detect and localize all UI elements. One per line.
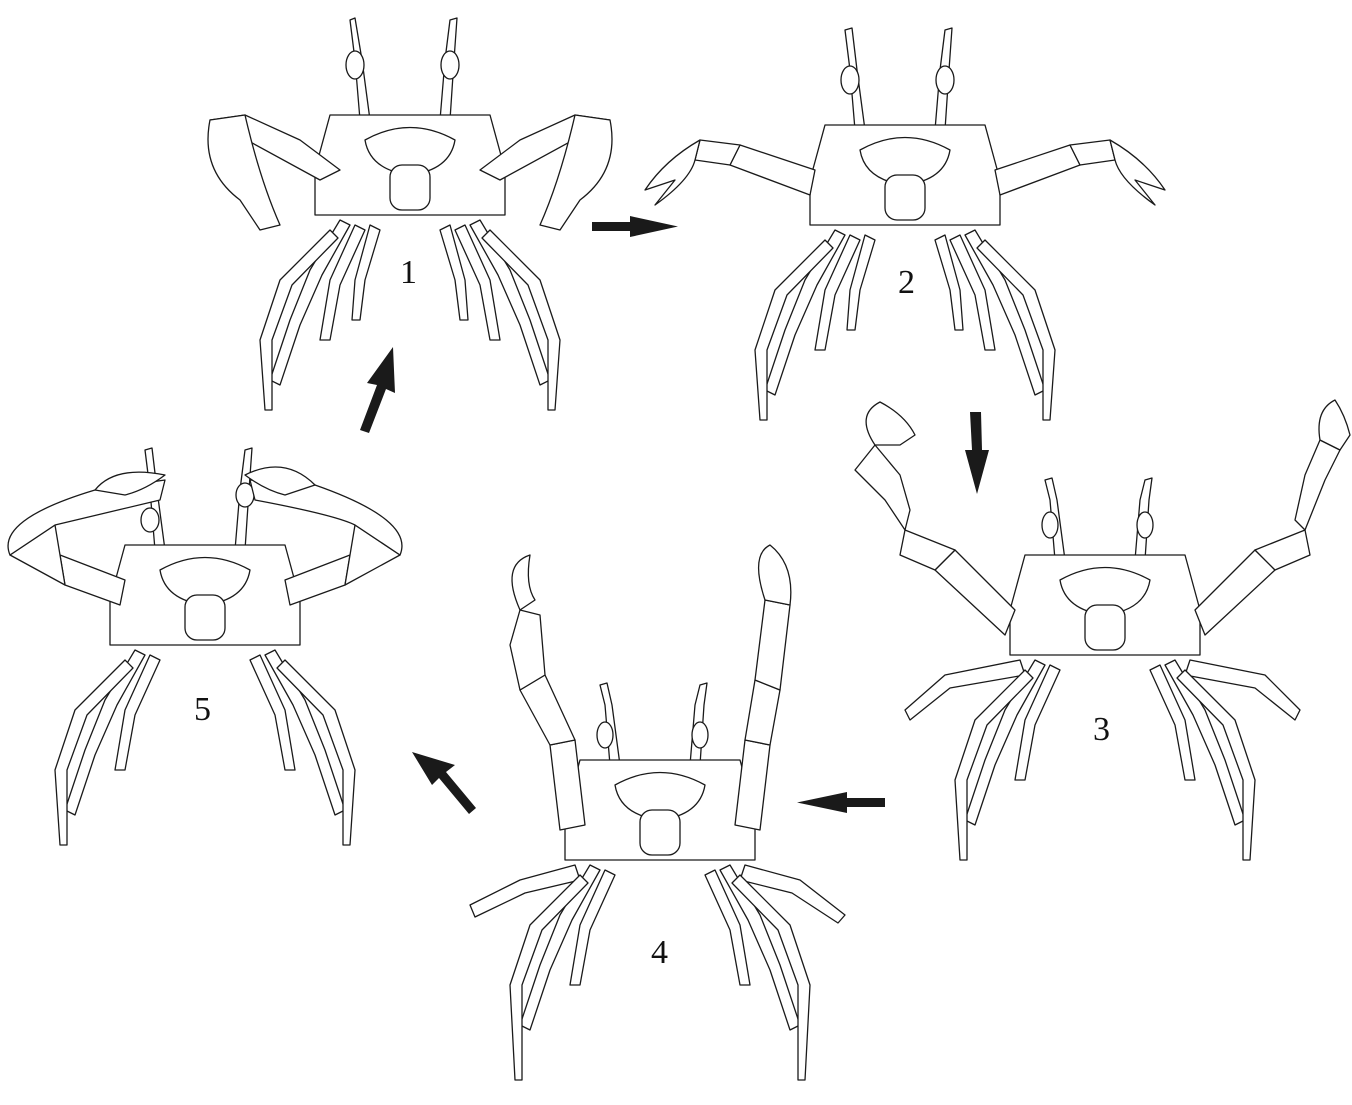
stage-label-2: 2 — [898, 266, 915, 300]
crab-stage-2 — [640, 20, 1170, 425]
crab-stage-5-drawing — [0, 440, 420, 860]
crab-stage-3-drawing — [835, 400, 1345, 890]
stage-label-5: 5 — [194, 693, 211, 727]
arrow-up-right-icon — [355, 345, 400, 435]
arrow-right-icon — [590, 212, 680, 242]
arrow-up-left-icon — [410, 750, 480, 820]
crab-stage-2-drawing — [640, 20, 1170, 420]
crab-stage-5 — [0, 440, 420, 865]
arrow-left-icon — [795, 788, 890, 818]
crab-stage-1 — [200, 10, 600, 415]
stage-label-3: 3 — [1093, 713, 1110, 747]
stage-label-4: 4 — [651, 936, 668, 970]
crab-stage-1-drawing — [200, 10, 600, 410]
arrow-down-icon — [962, 410, 992, 495]
stage-label-1: 1 — [400, 256, 417, 290]
crab-stage-3 — [835, 400, 1345, 895]
